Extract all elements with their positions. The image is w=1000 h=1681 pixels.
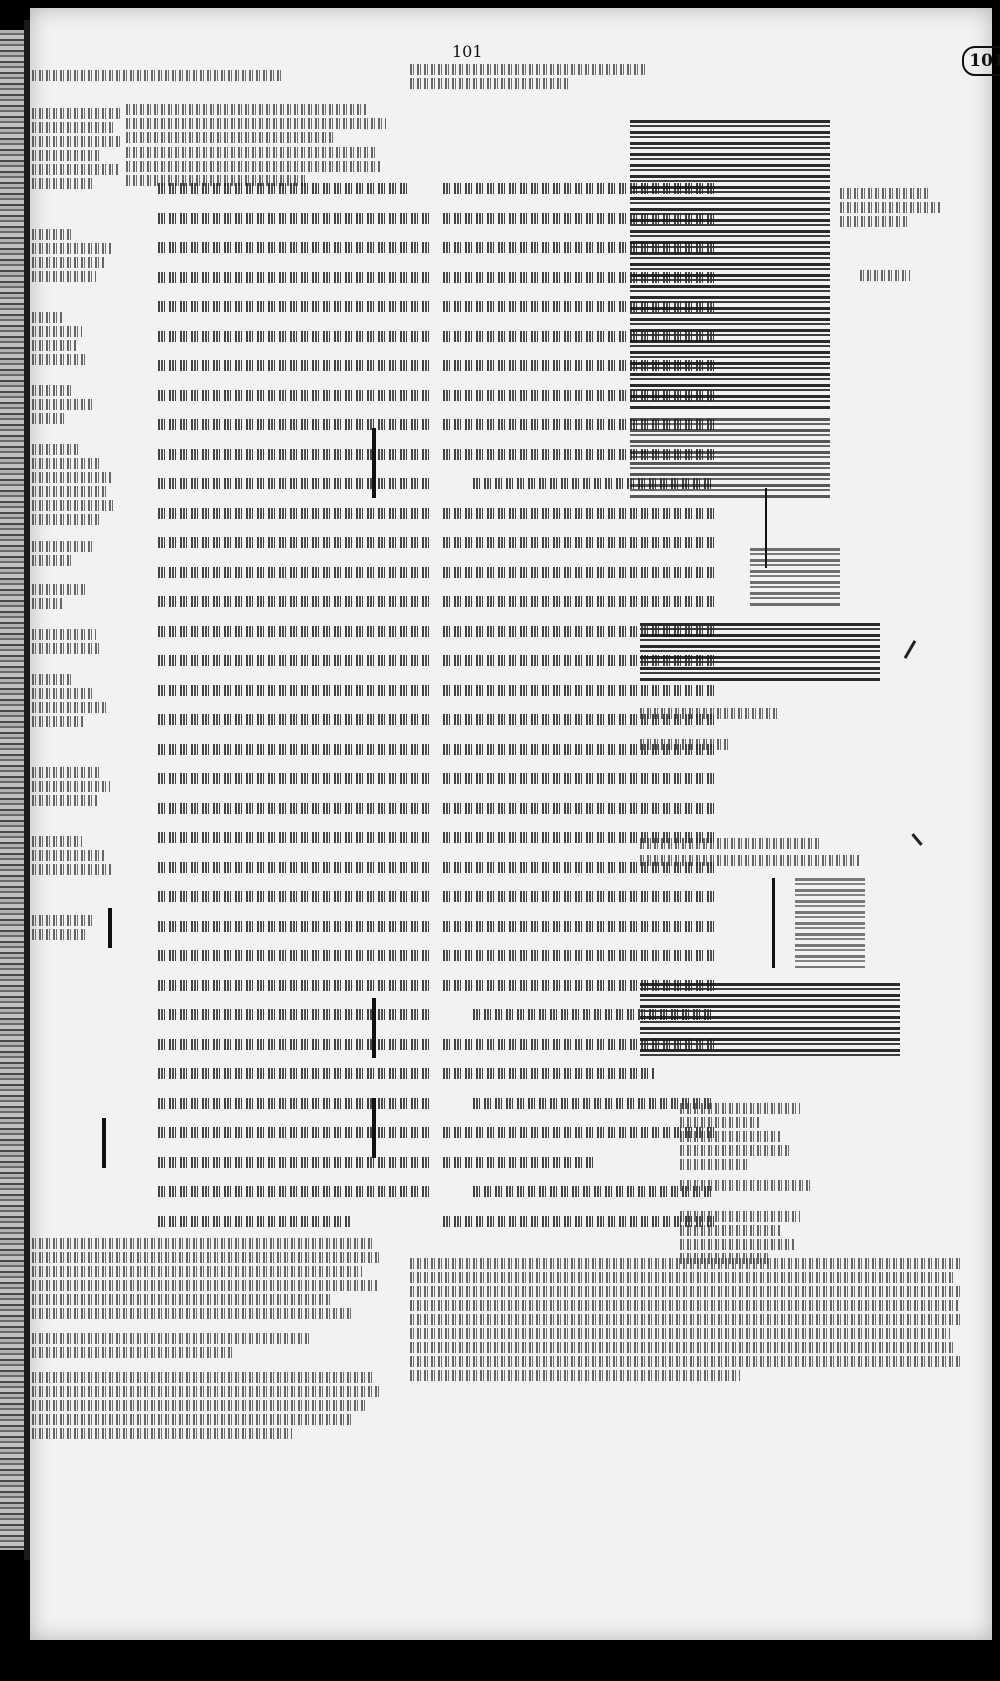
gloss-bracket-a [765,488,767,568]
right-margin-gloss-d [640,708,840,753]
left-margin-gloss [32,108,124,1188]
initial-flourish-c [372,1098,376,1158]
right-margin-allegations [680,1103,830,1267]
initial-flourish-e [108,908,112,948]
right-margin-gloss-e [640,838,870,869]
right-margin-gloss-g [640,983,900,1058]
margin-stroke-b [903,640,917,659]
text-column-a [158,174,430,1236]
binding-gutter [24,20,32,1560]
right-margin-gloss-upper [630,120,830,410]
running-page-number: 101 [452,42,483,61]
gloss-bracket-b [772,878,775,968]
folio-number: 101 [962,46,1000,76]
right-margin-gloss-middle [630,418,830,498]
right-side-note-b [860,270,940,284]
initial-flourish-b [372,998,376,1058]
top-gloss-center [410,64,650,92]
initial-flourish-d [102,1118,106,1168]
text-column-b [443,174,715,1236]
manuscript-leaf: 101 101 [30,8,1000,1640]
facing-page-edge [0,30,26,1550]
right-margin-gloss-b [750,548,840,608]
margin-stroke-a [911,833,923,846]
right-side-note-a [840,188,950,230]
initial-flourish-a [372,428,376,498]
gloss-above-column-a [126,104,406,189]
top-gloss-left [32,70,292,84]
bottom-gloss-right [410,1258,970,1384]
right-margin-gloss-f [795,878,865,968]
right-margin-gloss-c [640,623,880,683]
bottom-gloss-left [32,1238,392,1442]
